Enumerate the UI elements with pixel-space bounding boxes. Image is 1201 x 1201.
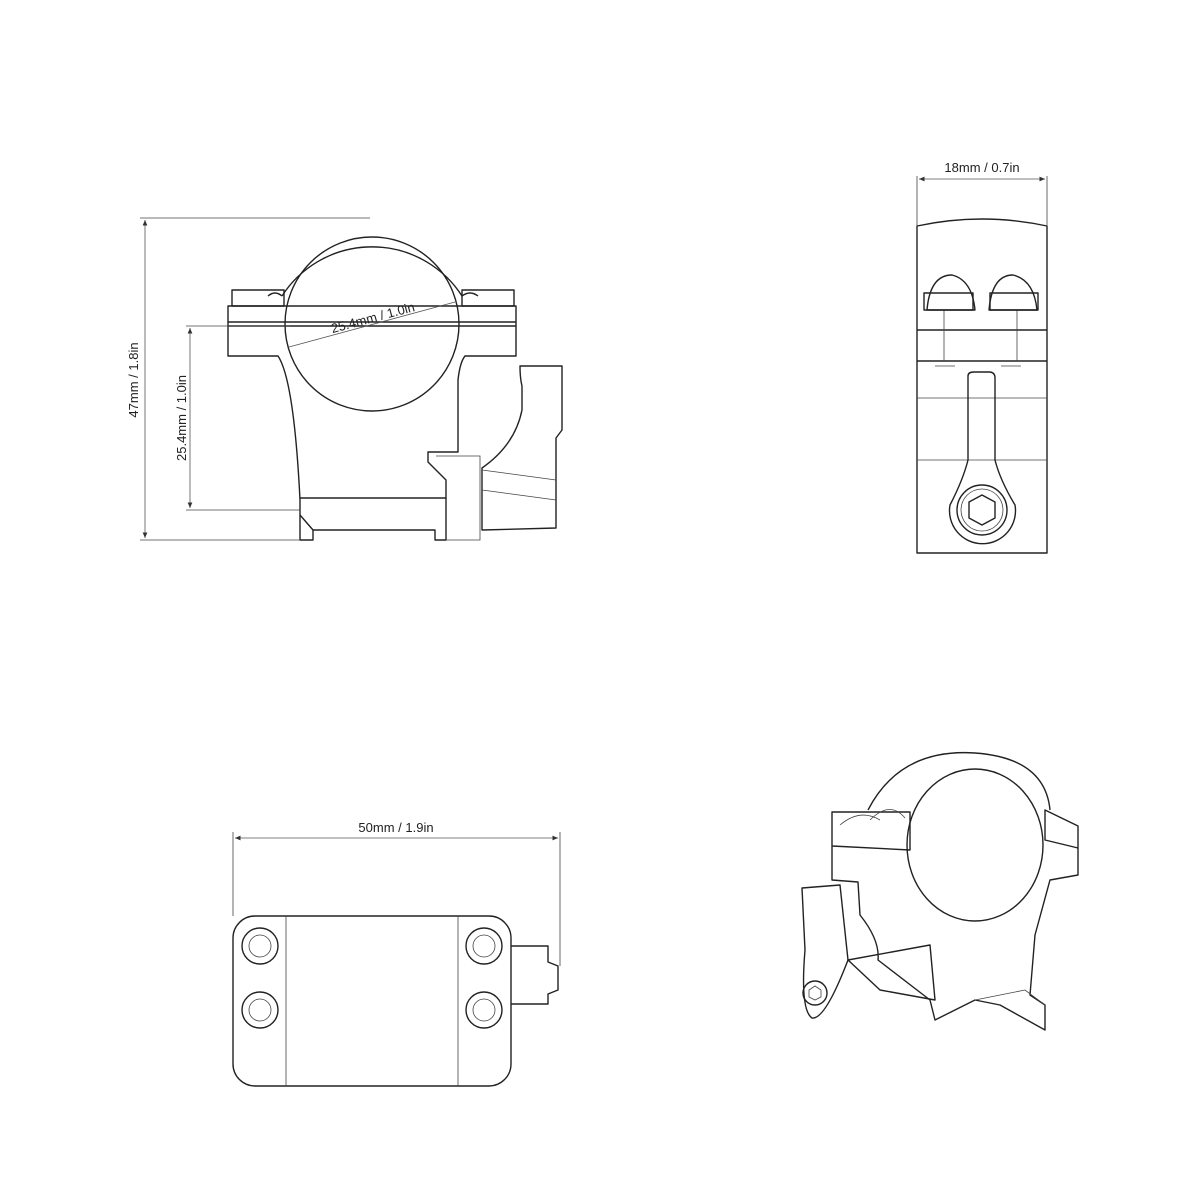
lever-top [511, 945, 559, 1005]
center-height-label: 25.4mm / 1.0in [174, 375, 189, 461]
lever-iso [801, 884, 849, 1019]
hex-socket-icon [968, 494, 996, 526]
width-label: 18mm / 0.7in [944, 160, 1019, 175]
lever-front [948, 371, 1017, 545]
mount-body [227, 305, 517, 541]
ring-top-cap [281, 246, 463, 297]
front-view: 47mm / 1.8in 25.4mm / 1.0in 25.4mm / 1.0… [126, 217, 563, 541]
total-height-label: 47mm / 1.8in [126, 342, 141, 417]
screw-head-right [988, 274, 1038, 311]
lever-side [481, 365, 563, 531]
length-label: 50mm / 1.9in [358, 820, 433, 835]
screw-heads [241, 927, 503, 1029]
ring-diameter-dimension-line [288, 301, 456, 348]
ring-diameter-label: 25.4mm / 1.0in [329, 299, 416, 336]
isometric-view [801, 751, 1079, 1031]
top-view: 50mm / 1.9in [232, 820, 561, 1087]
ring-bore [284, 236, 460, 412]
side-view: 18mm / 0.7in [916, 160, 1048, 554]
